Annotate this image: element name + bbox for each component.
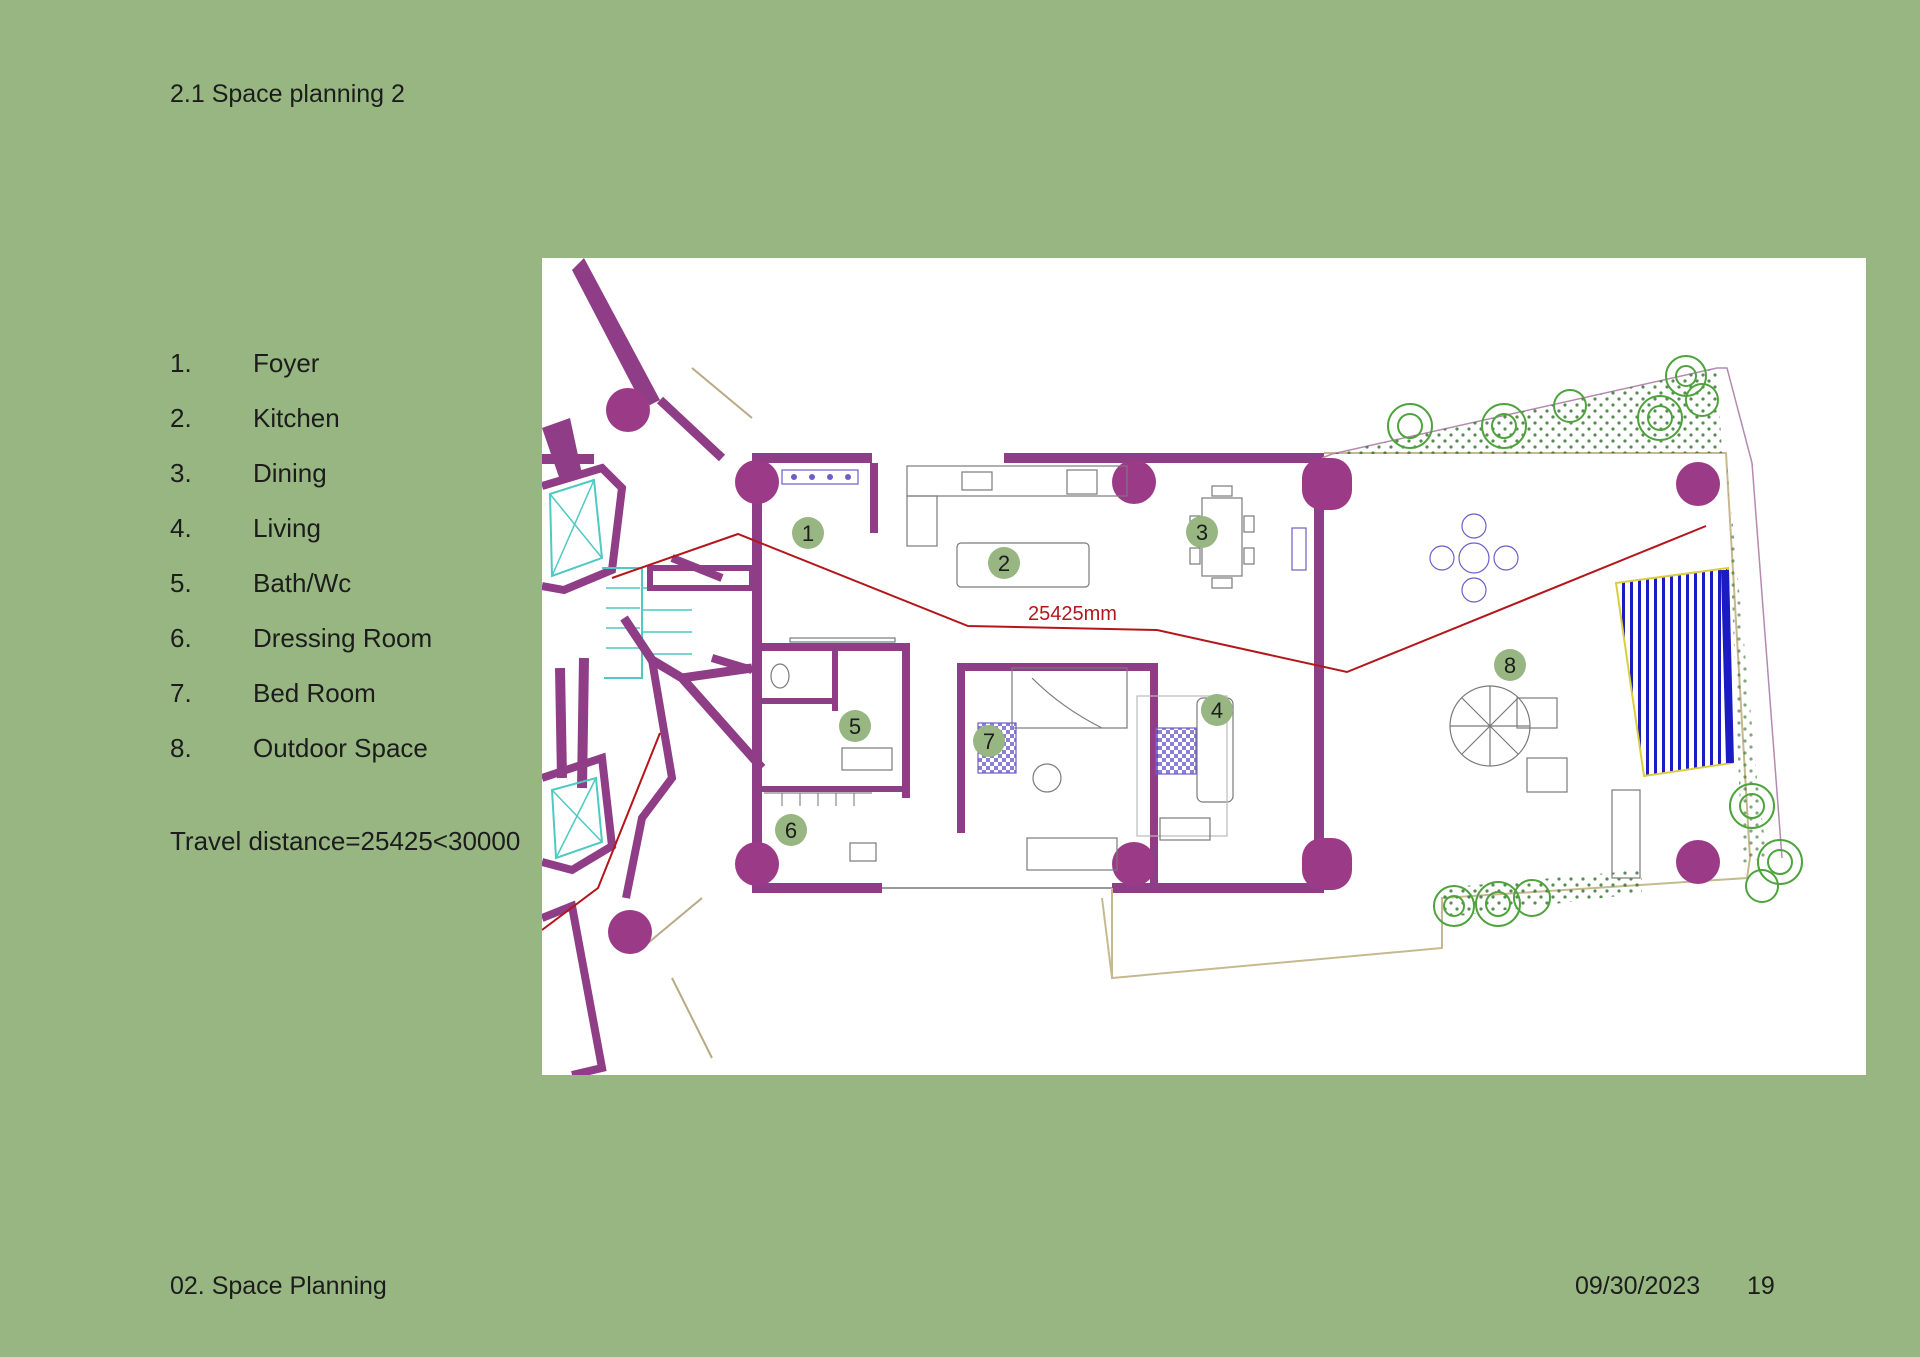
room-tag-outdoor: 8 [1494,649,1526,681]
kitchen-worktop [906,465,1128,497]
travel-distance-note: Travel distance=25425<30000 [170,826,521,856]
bed-bench [1026,837,1118,871]
legend-label: Kitchen [253,403,340,433]
room-tag-bath: 5 [839,710,871,742]
legend-number: 3. [170,458,192,488]
apartment-walls [647,453,1324,893]
room-tag-label: 5 [849,714,861,739]
room-tag-dining: 3 [1186,516,1218,548]
pool [1614,566,1734,778]
structural-columns [606,388,1720,954]
kitchen-tall-unit [906,495,938,547]
room-tag-bedroom: 7 [973,725,1005,757]
floor-plan: 25425mm 1 2 3 4 5 [542,258,1866,1075]
outdoor-table [1458,542,1490,574]
legend-number: 6. [170,623,192,653]
legend-item: 6. Dressing Room [170,623,432,678]
ottoman [1159,817,1211,841]
room-tag-label: 6 [785,818,797,843]
column [1302,458,1352,510]
legend-label: Dining [253,458,327,488]
travel-distance-path: 25425mm [542,525,1707,931]
legend-number: 4. [170,513,192,543]
legend-item: 8. Outdoor Space [170,733,432,788]
footer-date: 09/30/2023 [1575,1272,1701,1300]
dimension-label: 25425mm [1028,603,1117,625]
legend-label: Foyer [253,348,320,378]
legend-item: 3. Dining [170,458,432,513]
legend-item: 4. Living [170,513,432,568]
room-tag-label: 4 [1211,698,1223,723]
column [606,388,650,432]
column [1112,842,1156,886]
legend-item: 5. Bath/Wc [170,568,432,623]
kitchen-counter-left [781,469,859,485]
footer-section: 02. Space Planning [170,1272,387,1300]
column [735,460,779,504]
column [1676,840,1720,884]
legend-item: 2. Kitchen [170,403,432,458]
piano [1291,527,1307,571]
vanity [841,747,893,771]
room-tags: 1 2 3 4 5 6 7 [775,516,1526,846]
column [1676,462,1720,506]
room-tag-living: 4 [1201,694,1233,726]
legend-number: 8. [170,733,192,763]
kitchen-sink [961,471,993,491]
room-tag-label: 8 [1504,653,1516,678]
legend-label: Outdoor Space [253,733,428,763]
room-tag-label: 7 [983,729,995,754]
legend-item: 1. Foyer [170,348,432,403]
page-title: 2.1 Space planning 2 [170,80,405,108]
room-legend: 1. Foyer 2. Kitchen 3. Dining 4. Living 5. Ba… [170,348,432,788]
toilet [770,663,790,689]
page-number: 19 [1747,1272,1775,1300]
kitchen-island [956,542,1090,588]
room-tag-dressing: 6 [775,814,807,846]
room-tag-kitchen: 2 [988,547,1020,579]
column [1302,838,1352,890]
armchair [1032,763,1062,793]
legend-label: Bed Room [253,678,376,708]
legend-item: 7. Bed Room [170,678,432,733]
planting [1387,355,1803,927]
room-tag-label: 1 [802,521,814,546]
legend-label: Living [253,513,321,543]
room-tag-label: 3 [1196,520,1208,545]
column [608,910,652,954]
living-rug [1155,727,1197,775]
legend-label: Dressing Room [253,623,433,653]
legend-label: Bath/Wc [253,568,352,598]
sun-lounger [1611,789,1641,879]
floor-plan-drawing: 25425mm 1 2 3 4 5 [542,258,1803,1075]
room-tag-foyer: 1 [792,517,824,549]
kitchen-hob [1066,469,1098,495]
bed [1011,667,1128,729]
column [735,842,779,886]
column [1112,460,1156,504]
room-tag-label: 2 [998,551,1010,576]
outdoor-boundary [1101,367,1783,980]
legend-number: 7. [170,678,192,708]
legend-number: 2. [170,403,192,433]
living-area-rug [1136,695,1228,837]
legend-number: 5. [170,568,192,598]
neighbouring-wing [542,258,766,1075]
legend-number: 1. [170,348,192,378]
desk [849,842,877,862]
